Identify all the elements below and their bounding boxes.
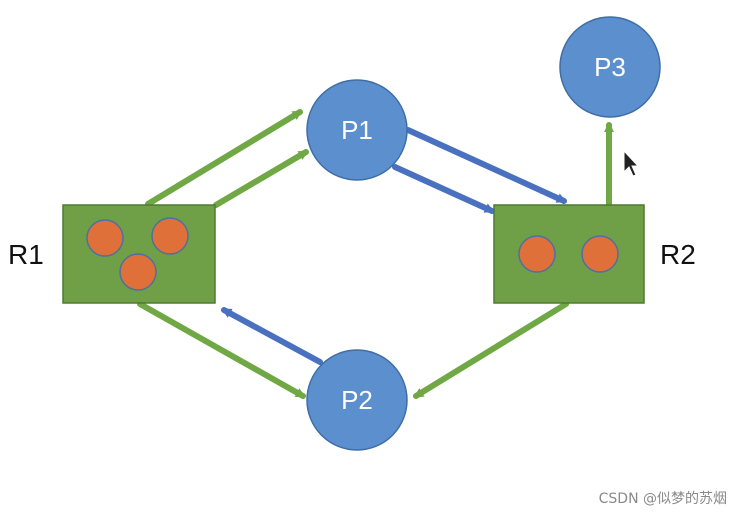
- process-p3[interactable]: P3: [559, 16, 661, 118]
- edge-r1-to-p1-lower: [213, 149, 309, 208]
- resource-instance: [119, 253, 157, 291]
- edge-p1-to-r2-lower: [392, 164, 495, 214]
- resource-instance: [151, 217, 189, 255]
- process-p2-label: P2: [341, 385, 373, 415]
- process-p2-circle: [306, 349, 408, 451]
- edge-r2-to-p2: [413, 301, 569, 399]
- edge-p2-to-r1: [221, 307, 323, 365]
- resource-r2-label: R2: [660, 239, 696, 270]
- resource-r2[interactable]: [493, 204, 645, 304]
- edge-p1-to-r2-upper: [405, 127, 567, 204]
- resource-instance: [86, 219, 124, 257]
- edge-r1-to-p2: [137, 301, 306, 399]
- process-p3-label: P3: [594, 52, 626, 82]
- process-p3-circle: [559, 16, 661, 118]
- watermark: CSDN @似梦的苏烟: [598, 491, 727, 507]
- resource-r1[interactable]: [62, 204, 216, 304]
- edges: [137, 109, 614, 399]
- edge-r1-to-p1-upper: [145, 109, 303, 207]
- process-p2[interactable]: P2: [306, 349, 408, 451]
- resource-instance: [581, 235, 619, 273]
- process-p1[interactable]: P1: [306, 79, 408, 181]
- mouse-cursor-icon: [623, 149, 640, 177]
- resource-r2-box: [493, 204, 645, 304]
- process-p1-label: P1: [341, 115, 373, 145]
- resource-r1-label: R1: [8, 239, 44, 270]
- process-p1-circle: [306, 79, 408, 181]
- resource-instance: [518, 235, 556, 273]
